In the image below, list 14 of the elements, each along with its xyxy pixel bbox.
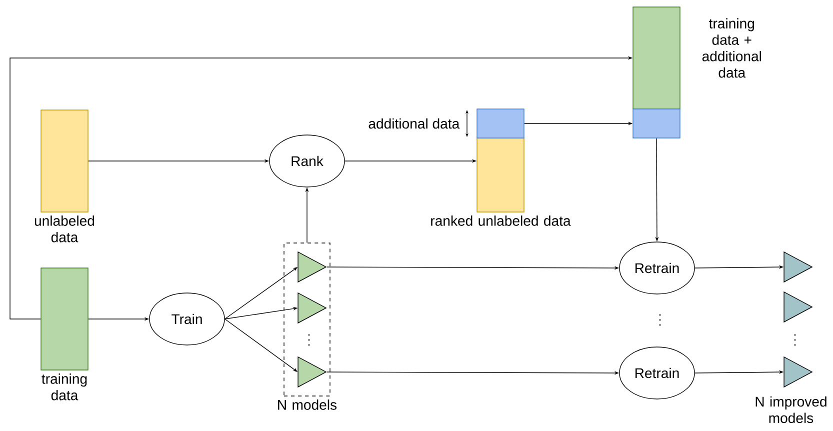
data-bar: [476, 108, 524, 138]
data-bar: [632, 108, 680, 138]
data-bar: ranked unlabeled data: [431, 138, 571, 226]
label: N improved models: [756, 396, 826, 424]
node-label: N models: [278, 400, 337, 410]
node-label: training data + additional data: [702, 18, 762, 78]
data-bar: unlabeled data: [34, 110, 94, 242]
data-bar: training data + additional data: [632, 6, 761, 110]
data-bar: training data: [40, 268, 88, 400]
node-label: unlabeled data: [34, 216, 94, 242]
node-label: ranked unlabeled data: [431, 216, 571, 226]
dashed-group-box: N models: [278, 242, 337, 410]
label: additional data: [368, 118, 460, 129]
node-label: training data: [42, 374, 87, 400]
